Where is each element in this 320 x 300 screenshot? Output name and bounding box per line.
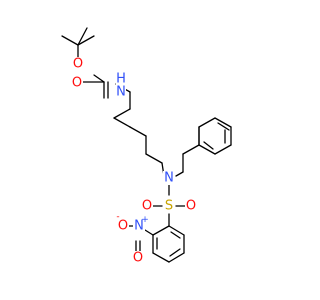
bond: [113, 108, 131, 119]
bond: [152, 225, 170, 236]
bond: [214, 144, 232, 155]
atom-o-nitro-minus: O: [118, 219, 128, 234]
bond: [77, 35, 95, 46]
atom-o-nitro-double: O: [133, 251, 143, 266]
atom-o-sulfonyl-right: O: [186, 199, 196, 214]
atom-labels: O O H N N S O O N + O - O: [71, 57, 197, 266]
bond: [168, 225, 185, 236]
atom-o-sulfonyl-left: O: [142, 199, 152, 214]
bond: [113, 117, 131, 128]
bond: [170, 231, 181, 239]
atom-o-carbonyl: O: [72, 76, 82, 91]
bond: [129, 126, 147, 137]
bond: [77, 27, 88, 46]
bond: [198, 144, 216, 155]
atom-o-ester: O: [73, 57, 83, 72]
bonds: [61, 27, 232, 263]
charge-plus: +: [141, 215, 149, 225]
atom-n-nitro: N: [134, 219, 144, 234]
bond: [144, 229, 154, 236]
chemical-structure: O O H N N S O O N + O - O: [61, 27, 232, 266]
bond: [214, 117, 232, 128]
bond: [93, 74, 105, 83]
bond: [203, 141, 214, 150]
bond: [175, 171, 184, 177]
bond: [152, 252, 170, 263]
atom-h-carbamate: H: [116, 72, 126, 87]
bond: [61, 35, 79, 46]
bond: [145, 153, 163, 164]
bond: [217, 122, 230, 131]
bond: [198, 117, 216, 128]
atom-s-sulfonyl: S: [165, 199, 173, 214]
atom-n-carbamate: N: [116, 85, 126, 100]
charge-minus: -: [116, 212, 119, 222]
atom-n-sulfonamide: N: [164, 171, 174, 186]
bond: [169, 248, 181, 257]
bond: [182, 144, 200, 155]
bond: [168, 252, 185, 263]
